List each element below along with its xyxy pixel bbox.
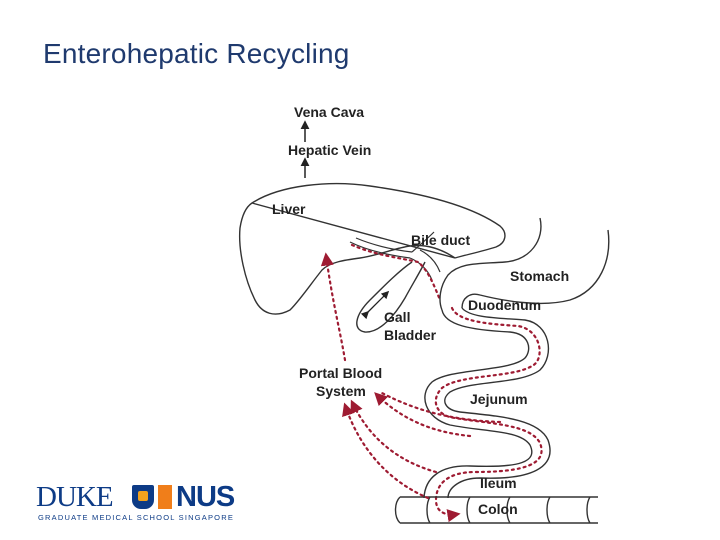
colon-outline <box>394 496 598 524</box>
slide-title: Enterohepatic Recycling <box>43 38 350 69</box>
bile-duct-flow <box>350 243 442 302</box>
intestine-outline-right <box>444 307 551 499</box>
portal-to-liver-arrow <box>320 252 347 362</box>
stomach-outline <box>439 217 610 311</box>
label-ileum: Ileum <box>480 475 517 491</box>
logo-shield-icon <box>132 485 154 509</box>
label-gall: Gall <box>384 309 410 325</box>
colon-to-portal-arrow <box>342 402 430 500</box>
label-liver: Liver <box>272 201 306 217</box>
gall-bladder-outline <box>356 261 426 333</box>
duke-nus-logo: DUKE NUS GRADUATE MEDICAL SCHOOL SINGAPO… <box>36 482 236 524</box>
duodenum-to-portal-arrow <box>378 390 502 424</box>
logo-nus-text: NUS <box>176 481 235 513</box>
label-colon: Colon <box>478 501 518 517</box>
ileum-to-portal-arrow <box>350 399 438 474</box>
liver-outline <box>238 182 506 315</box>
logo-bar-icon <box>158 485 172 509</box>
logo-subtitle: GRADUATE MEDICAL SCHOOL SINGAPORE <box>38 513 235 522</box>
label-stomach: Stomach <box>510 268 569 284</box>
intestine-flow <box>434 306 543 523</box>
label-hepatic-vein: Hepatic Vein <box>288 142 371 158</box>
label-vena-cava: Vena Cava <box>294 104 364 120</box>
label-bile-duct: Bile duct <box>411 232 470 248</box>
label-jejunum: Jejunum <box>470 391 528 407</box>
gall-bladder-arrow <box>360 290 390 320</box>
label-duodenum: Duodenum <box>468 297 541 313</box>
logo-duke-text: DUKE <box>36 481 114 513</box>
label-portal-line2: System <box>316 383 366 399</box>
intestine-outline-left <box>423 309 533 499</box>
jejunum-to-portal-arrow <box>374 392 472 438</box>
label-portal-line1: Portal Blood <box>299 365 382 381</box>
label-bladder: Bladder <box>384 327 437 343</box>
bile-duct-outline <box>349 231 441 281</box>
